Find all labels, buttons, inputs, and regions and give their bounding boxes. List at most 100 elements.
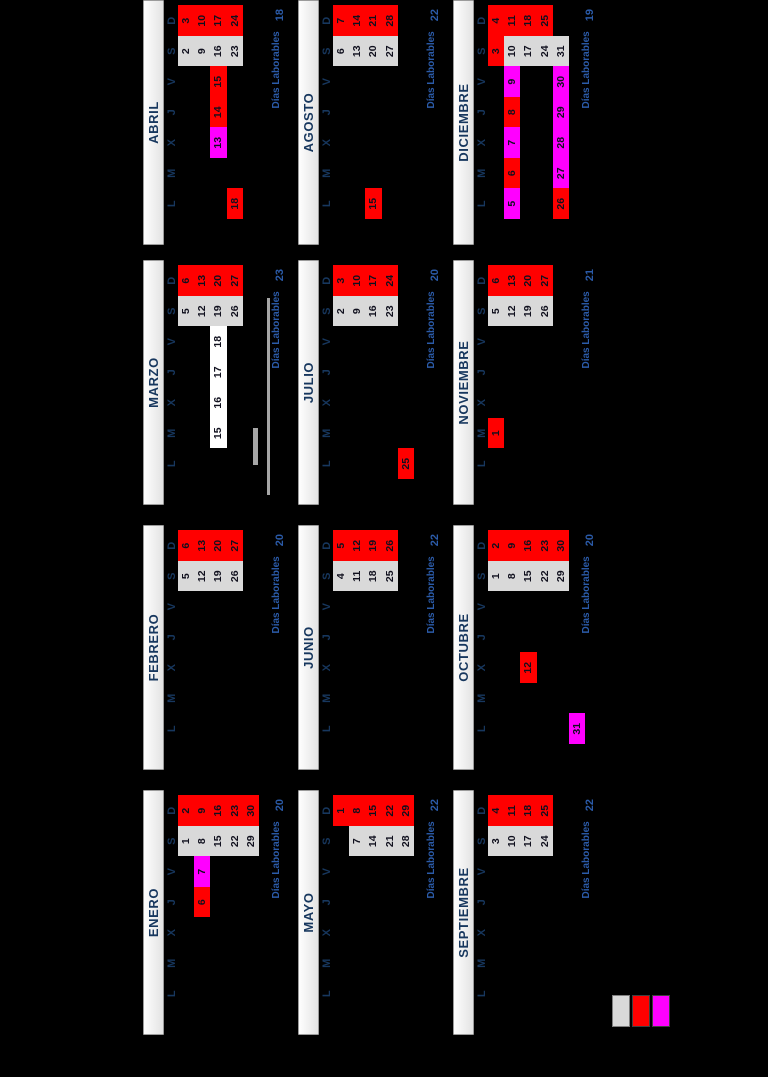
day-header-d: D <box>476 806 488 815</box>
date-cell: 27 <box>552 158 569 189</box>
day-header-v: V <box>166 338 178 346</box>
month-title: FEBRERO <box>143 525 164 770</box>
date-cell: 15 <box>365 188 382 219</box>
legend-red-swatch <box>632 995 650 1027</box>
date-cell: 31 <box>552 36 569 67</box>
date-cell: 4 <box>488 795 505 826</box>
date-cell: 22 <box>381 795 398 826</box>
date-cell: 13 <box>194 530 211 561</box>
date-cell: 12 <box>520 652 537 683</box>
month-title: NOVIEMBRE <box>453 260 474 505</box>
day-header-l: L <box>166 725 178 733</box>
day-header-j: J <box>321 369 333 376</box>
date-cell: 11 <box>349 561 366 592</box>
day-header-s: S <box>321 572 333 580</box>
dias-laborables-label: Días Laborables <box>271 821 282 899</box>
day-header-s: S <box>166 47 178 55</box>
dias-laborables: Días Laborables21 <box>580 269 596 505</box>
dias-laborables-value: 22 <box>429 9 441 22</box>
day-header-x: X <box>476 399 488 407</box>
legend <box>612 995 672 1027</box>
date-cell: 2 <box>488 530 505 561</box>
date-cell: 10 <box>349 265 366 296</box>
day-header-x: X <box>321 929 333 937</box>
date-cell: 15 <box>520 561 537 592</box>
day-header-m: M <box>476 693 488 703</box>
month-title: MARZO <box>143 260 164 505</box>
day-header-m: M <box>476 958 488 968</box>
day-header-l: L <box>166 990 178 998</box>
day-header-j: J <box>321 109 333 116</box>
day-header-d: D <box>476 276 488 285</box>
day-header-x: X <box>321 399 333 407</box>
day-header-v: V <box>476 78 488 86</box>
dias-laborables-label: Días Laborables <box>271 291 282 369</box>
date-cell: 6 <box>333 36 350 67</box>
dias-laborables: Días Laborables 23 <box>270 269 286 505</box>
day-header-m: M <box>476 428 488 438</box>
legend-magenta-swatch <box>652 995 670 1027</box>
date-cell: 29 <box>552 561 569 592</box>
dias-laborables-label: Días Laborables <box>271 31 282 109</box>
date-cell: 18 <box>210 326 227 357</box>
date-cell: 6 <box>178 265 195 296</box>
dias-laborables-value: 20 <box>429 269 441 282</box>
date-cell: 16 <box>210 795 227 826</box>
date-cell: 28 <box>552 127 569 158</box>
dias-laborables-label: Días Laborables <box>426 31 437 109</box>
day-header-d: D <box>476 541 488 550</box>
date-cell: 14 <box>365 826 382 857</box>
day-header-m: M <box>321 428 333 438</box>
date-cell: 26 <box>381 530 398 561</box>
date-cell: 16 <box>365 296 382 327</box>
date-cell: 15 <box>365 795 382 826</box>
date-cell: 17 <box>210 357 227 388</box>
day-header-m: M <box>476 168 488 178</box>
day-header-j: J <box>321 899 333 906</box>
date-cell: 5 <box>178 561 195 592</box>
date-cell: 1 <box>178 826 195 857</box>
date-cell: 9 <box>194 36 211 67</box>
day-header-v: V <box>166 78 178 86</box>
day-header-v: V <box>321 868 333 876</box>
day-header-v: V <box>476 603 488 611</box>
date-cell: 1 <box>488 561 505 592</box>
day-header-x: X <box>476 929 488 937</box>
day-header-s: S <box>476 837 488 845</box>
day-header-d: D <box>321 806 333 815</box>
date-cell: 23 <box>226 36 243 67</box>
date-cell: 12 <box>194 561 211 592</box>
date-cell: 19 <box>520 296 537 327</box>
date-cell: 29 <box>552 97 569 128</box>
dias-laborables-value: 23 <box>274 269 286 282</box>
dias-laborables-value: 18 <box>274 9 286 22</box>
date-cell: 6 <box>178 530 195 561</box>
day-header-l: L <box>166 200 178 208</box>
date-cell: 8 <box>194 826 211 857</box>
date-cell: 24 <box>536 826 553 857</box>
month-title: OCTUBRE <box>453 525 474 770</box>
date-cell: 5 <box>333 530 350 561</box>
dias-laborables: Días Laborables22 <box>425 799 441 1035</box>
day-header-l: L <box>321 725 333 733</box>
date-cell: 15 <box>210 66 227 97</box>
date-cell: 7 <box>504 127 521 158</box>
dias-laborables: Días Laborables20 <box>270 799 286 1035</box>
day-header-x: X <box>166 929 178 937</box>
day-header-l: L <box>476 460 488 468</box>
day-header-s: S <box>476 572 488 580</box>
date-cell: 2 <box>178 36 195 67</box>
date-cell: 18 <box>365 561 382 592</box>
date-cell: 13 <box>504 265 521 296</box>
day-header-s: S <box>476 47 488 55</box>
day-header-j: J <box>166 369 178 376</box>
date-cell: 5 <box>178 296 195 327</box>
day-header-j: J <box>476 369 488 376</box>
date-cell: 20 <box>210 265 227 296</box>
day-header-x: X <box>321 664 333 672</box>
month-title: ABRIL <box>143 0 164 245</box>
decorative-line <box>253 428 258 465</box>
